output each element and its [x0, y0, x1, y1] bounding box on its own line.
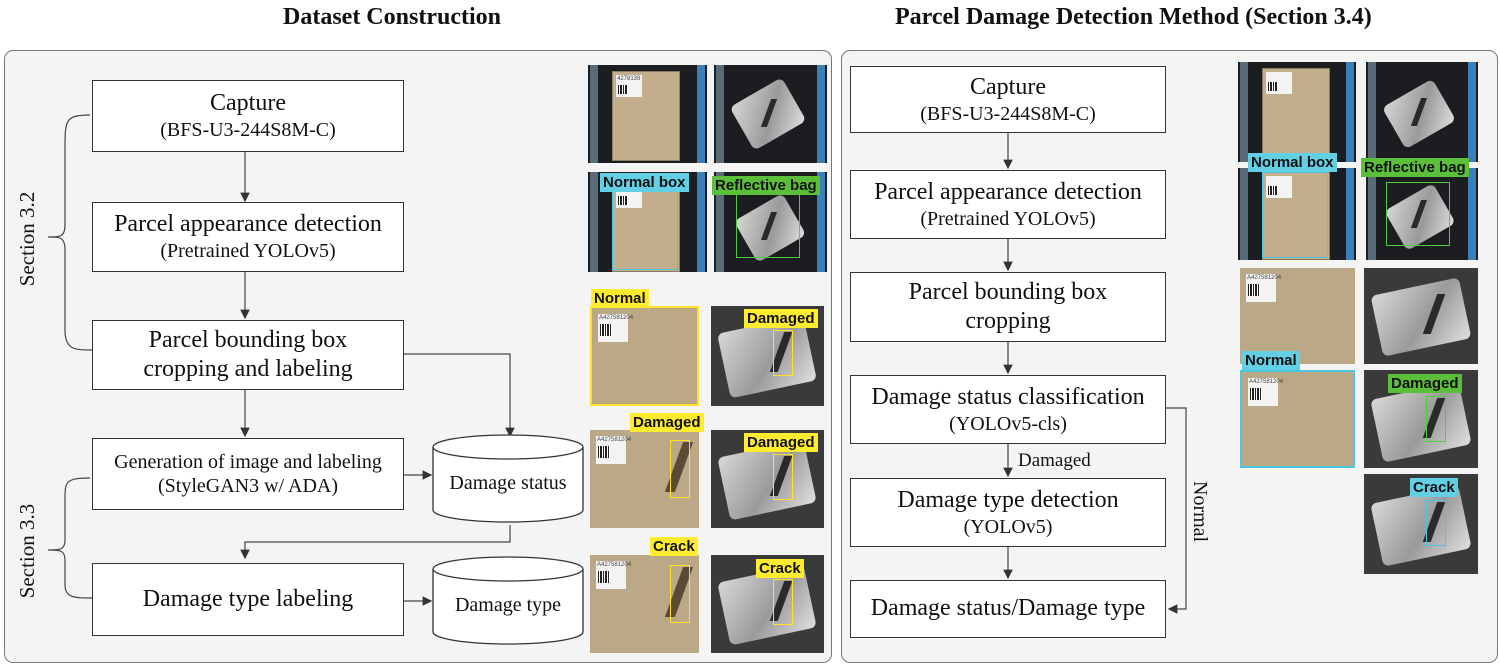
right-conveyor-box-image — [1238, 62, 1356, 162]
left-cropping-box: Parcel bounding box cropping and labelin… — [92, 320, 404, 390]
normal-tag-left: Normal — [591, 289, 649, 308]
right-capture-title: Capture — [970, 73, 1046, 100]
left-capture-box: Capture (BFS-U3-244S8M-C) — [92, 80, 404, 152]
left-appearance-title: Parcel appearance detection — [114, 211, 382, 238]
left-generation-line1: Generation of image and labeling — [114, 450, 382, 473]
left-type-labeling-box: Damage type labeling — [92, 563, 404, 636]
right-type-detection-box: Damage type detection (YOLOv5) — [850, 478, 1166, 547]
damaged-tag-box-row4: Damaged — [630, 413, 704, 432]
right-classification-subtitle: (YOLOv5-cls) — [949, 412, 1067, 435]
left-capture-subtitle: (BFS-U3-244S8M-C) — [160, 119, 336, 142]
left-title: Dataset Construction — [283, 4, 501, 30]
right-output-box: Damage status/Damage type — [850, 580, 1166, 638]
right-normal-crop-id: A427581204 — [1249, 379, 1284, 385]
right-flat-bag-image — [1364, 268, 1478, 364]
reflective-bag-tag-right: Reflective bag — [1361, 158, 1469, 177]
right-title: Parcel Damage Detection Method (Section … — [895, 4, 1372, 30]
right-detected-bag-image — [1366, 168, 1478, 260]
right-flat-box-id: A427581204 — [1247, 275, 1282, 281]
conveyor-bag-image — [714, 65, 827, 163]
crack-tag-box: Crack — [650, 537, 698, 556]
right-type-detection-subtitle: (YOLOv5) — [963, 515, 1053, 538]
damage-status-database — [432, 434, 584, 523]
right-cropping-box: Parcel bounding box cropping — [850, 272, 1166, 342]
crack-tag-right: Crack — [1410, 478, 1458, 497]
normal-crop-image: A427581204 — [590, 306, 699, 406]
left-type-labeling-text: Damage type labeling — [142, 585, 354, 612]
right-cropping-line1: Parcel bounding box — [908, 278, 1108, 305]
section-3-3-label: Section 3.3 — [15, 503, 39, 599]
left-cropping-line2: cropping and labeling — [143, 356, 353, 382]
right-classification-title: Damage status classification — [871, 383, 1145, 410]
normal-branch-label: Normal — [1189, 481, 1211, 543]
normal-crop-id: A427581204 — [599, 315, 634, 321]
right-output-text: Damage status/Damage type — [870, 595, 1146, 622]
normal-box-tag-right: Normal box — [1248, 153, 1337, 172]
damaged-crop-id: A427581204 — [597, 437, 632, 443]
crack-crop-id: A427581204 — [597, 562, 632, 568]
normal-tag-right: Normal — [1242, 351, 1300, 370]
crack-box-crop-image: A427581204 — [590, 555, 699, 653]
right-flat-box-image: A427581204 — [1240, 268, 1355, 364]
right-appearance-title: Parcel appearance detection — [874, 178, 1142, 205]
conveyor-parcel-id: 4278139 — [617, 76, 641, 82]
damaged-branch-label: Damaged — [1018, 450, 1091, 471]
right-conveyor-bag-image — [1366, 62, 1478, 162]
reflective-bag-tag-left: Reflective bag — [712, 176, 820, 195]
right-normal-crop-image: A427581204 — [1240, 370, 1355, 468]
left-capture-title: Capture — [210, 90, 286, 117]
right-capture-subtitle: (BFS-U3-244S8M-C) — [920, 102, 1096, 125]
damaged-tag-bag-row3: Damaged — [744, 309, 818, 328]
damage-status-db-label: Damage status — [449, 472, 567, 494]
left-cropping-line1: Parcel bounding box — [148, 326, 348, 353]
right-capture-box: Capture (BFS-U3-244S8M-C) — [850, 66, 1166, 133]
left-generation-box: Generation of image and labeling (StyleG… — [92, 438, 404, 510]
right-appearance-subtitle: (Pretrained YOLOv5) — [920, 207, 1096, 230]
left-appearance-box: Parcel appearance detection (Pretrained … — [92, 202, 404, 272]
crack-tag-bag: Crack — [756, 559, 804, 578]
section-3-2-label: Section 3.2 — [15, 191, 39, 287]
right-classification-box: Damage status classification (YOLOv5-cls… — [850, 375, 1166, 444]
damaged-box-crop-image: A427581204 — [590, 430, 699, 528]
right-appearance-box: Parcel appearance detection (Pretrained … — [850, 170, 1166, 239]
right-detected-box-image — [1238, 168, 1356, 260]
right-cropping-line2: cropping — [965, 308, 1051, 334]
conveyor-box-image: 4278139 — [588, 65, 707, 163]
left-appearance-subtitle: (Pretrained YOLOv5) — [160, 240, 336, 263]
damaged-tag-bag-row4: Damaged — [744, 433, 818, 452]
left-generation-line2: (StyleGAN3 w/ ADA) — [158, 475, 338, 497]
damage-type-database — [432, 556, 584, 645]
normal-box-tag-left: Normal box — [600, 173, 689, 192]
right-type-detection-title: Damage type detection — [897, 486, 1119, 513]
damaged-tag-right: Damaged — [1388, 374, 1462, 393]
damage-type-db-label: Damage type — [454, 594, 562, 616]
